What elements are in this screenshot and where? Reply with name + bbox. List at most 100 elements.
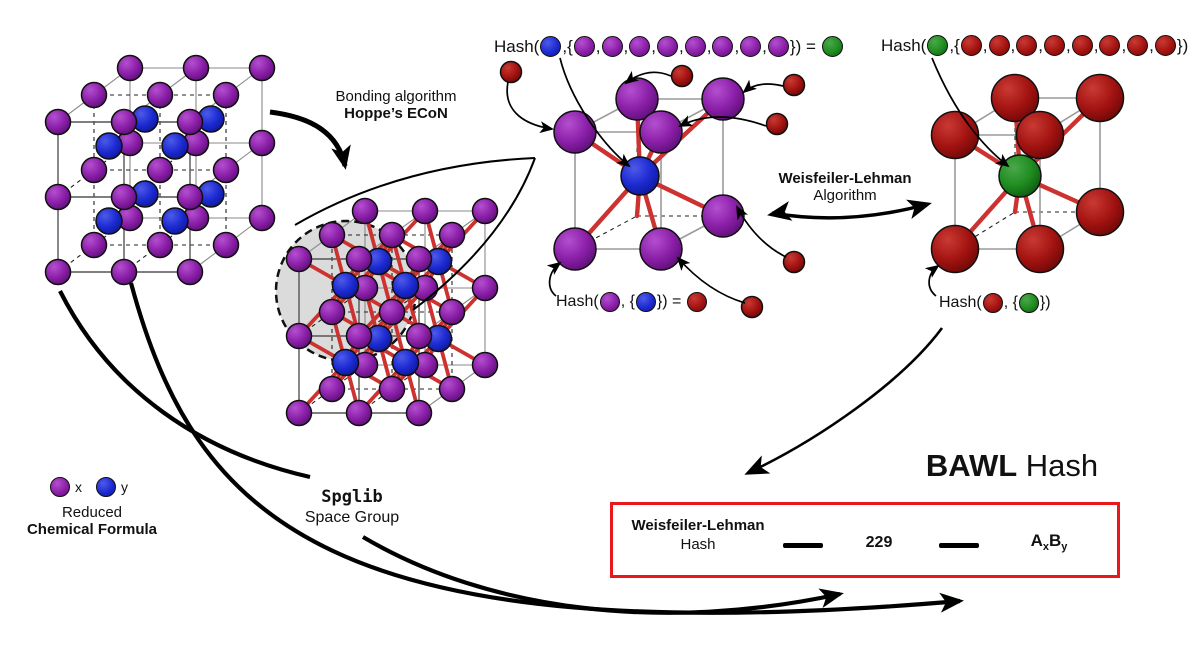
formula-text: , (595, 36, 601, 56)
blue-atom-dot (635, 292, 656, 312)
wl-double-arrow-left-head (767, 201, 793, 221)
red-atom-dot (686, 292, 707, 312)
leader-formula2-to-center (931, 57, 1010, 168)
red-atom-dot (1154, 35, 1176, 56)
red-arrow-a (506, 81, 554, 134)
dash-separator-1 (783, 543, 823, 548)
red-atom-dot (982, 293, 1003, 313)
purple-atom-dot (740, 36, 762, 57)
formula-text: }) (1176, 35, 1189, 55)
purple-atom-dot (656, 36, 678, 57)
purple-atom-dot (599, 292, 620, 312)
wl-algorithm-line1: Weisfeiler-Lehman (778, 170, 912, 187)
red-arrow-c (742, 79, 784, 94)
formula-text: , (706, 36, 712, 56)
reduced-formula-label: Reduced Chemical Formula (27, 504, 157, 538)
formula-text: }) = (656, 293, 686, 310)
bonding-algorithm-label: Bonding algorithm Hoppe’s ECoN (336, 88, 457, 122)
formula-text: ,{ (562, 36, 573, 56)
bonded-crystal-structure (274, 197, 499, 427)
formula-text: , (1010, 35, 1016, 55)
purple-atom-dot (712, 36, 734, 57)
environment-cube-x (553, 77, 745, 271)
input-crystal-structure (44, 54, 276, 286)
bawl-hash-result-box: Weisfeiler-Lehman Hash 229 AxBy (610, 502, 1120, 578)
purple-atom-dot (573, 36, 595, 57)
legend: x y (50, 477, 128, 497)
bonding-algorithm-line1: Bonding algorithm (335, 88, 457, 105)
formula-text: }) = (789, 36, 821, 56)
formula-text: Hash( (556, 293, 599, 310)
reduced-formula-line2: Chemical Formula (26, 521, 158, 538)
red-atom-dot (1071, 35, 1093, 56)
red-atom-dot (1043, 35, 1065, 56)
blue-atom-dot (540, 36, 562, 57)
connector-arrows (58, 57, 1010, 615)
dash-separator-2 (939, 543, 979, 548)
purple-atom-dot (684, 36, 706, 57)
green-atom-dot (1018, 293, 1039, 313)
purple-atom-dot (601, 36, 623, 57)
formula-text: , (678, 36, 684, 56)
reduced-formula-value: AxBy (1030, 531, 1068, 553)
hash-formula-y-node: Hash( , {}) (939, 293, 1051, 313)
environment-cube-y (930, 73, 1125, 274)
hash-formula-x-node: Hash( , { }) = (556, 292, 708, 312)
formula-text: , (762, 36, 767, 56)
red-atom-dot (1099, 35, 1121, 56)
result-wl-line2: Hash (680, 536, 716, 553)
formula-text: , { (620, 293, 635, 310)
formula-text: , { (1003, 294, 1018, 311)
formula-text: , (1121, 35, 1127, 55)
formula-a: A (1030, 531, 1043, 550)
bonding-algorithm-line2: Hoppe’s ECoN (344, 105, 448, 122)
red-arrow-f (676, 256, 746, 304)
arc-crystal-to-spglib (58, 290, 311, 480)
hash-formula-x-environment: Hash( ,{,,,,,,, }) = (494, 36, 844, 57)
wl-algorithm-line2: Algorithm (813, 187, 877, 204)
formula-text: , (982, 35, 988, 55)
bawl-title-bold: BAWL (925, 448, 1018, 483)
bawl-hash-title: BAWL Hash (926, 448, 1098, 484)
formula-text: }) (1039, 294, 1051, 311)
spglib-label: Spglib Space Group (305, 487, 399, 527)
formula-text: Hash( (939, 294, 982, 311)
green-atom-dot (821, 36, 843, 57)
purple-atom-dot (767, 36, 789, 57)
formula-text: , (1038, 35, 1043, 55)
result-wl-line1: Weisfeiler-Lehman (631, 517, 765, 534)
red-arrow-b (624, 70, 672, 85)
space-group-number: 229 (865, 534, 893, 551)
wl-double-arrow (771, 199, 932, 220)
formula-text: , (651, 36, 656, 56)
leader-formula1-to-center (559, 57, 631, 168)
hash-result-spheres (499, 60, 806, 319)
arc-wlhash-to-box (744, 327, 944, 475)
lens-curve-bottom (412, 157, 536, 311)
red-atom-dot (1127, 35, 1149, 56)
red-arrow-d (678, 115, 767, 127)
red-atom-dot (960, 35, 982, 56)
arc-spglib-to-box (361, 535, 844, 615)
red-atom-dot (1016, 35, 1038, 56)
legend-x-label: x (75, 479, 82, 495)
purple-atom-dot (629, 36, 651, 57)
formula-a-sub: x (1042, 541, 1049, 553)
red-arrow-e (736, 205, 787, 258)
legend-y-label: y (121, 479, 128, 495)
legend-purple-dot (50, 477, 70, 497)
hash-formula-y-environment: Hash(,{,,,,,,,}) (881, 35, 1188, 56)
formula-text: , (623, 36, 629, 56)
reduced-formula-line1: Reduced (61, 504, 123, 521)
formula-text: , (1065, 35, 1071, 55)
red-atom-dot (988, 35, 1010, 56)
leader-label-to-corner-x (546, 261, 562, 297)
formula-text: Hash( (494, 36, 540, 56)
formula-text: , (734, 36, 740, 56)
bawl-title-rest: Hash (1017, 448, 1099, 483)
formula-text: ,{ (949, 35, 960, 55)
spglib-line1: Spglib (321, 487, 383, 507)
formula-b: B (1049, 531, 1062, 550)
